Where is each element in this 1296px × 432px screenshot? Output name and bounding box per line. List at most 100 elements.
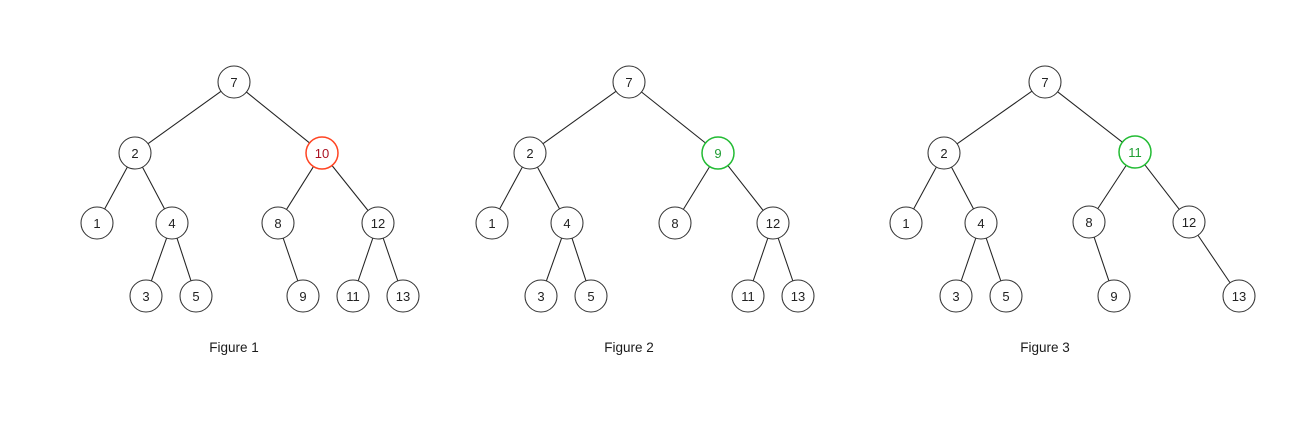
tree-node[interactable]: 3 <box>524 279 558 313</box>
tree-node[interactable]: 8 <box>261 206 295 240</box>
tree-node[interactable]: 4 <box>155 206 189 240</box>
node-label: 5 <box>587 289 594 304</box>
tree-node[interactable]: 4 <box>964 206 998 240</box>
tree-edge <box>331 165 369 211</box>
tree-node[interactable]: 5 <box>989 279 1023 313</box>
node-label: 9 <box>1110 289 1117 304</box>
tree-node[interactable]: 2 <box>118 136 152 170</box>
node-circle[interactable] <box>550 206 584 240</box>
tree-node[interactable]: 5 <box>179 279 213 313</box>
node-circle[interactable] <box>179 279 213 313</box>
tree-node[interactable]: 1 <box>80 206 114 240</box>
tree-node[interactable]: 9 <box>1097 279 1131 313</box>
tree-node[interactable]: 7 <box>1028 65 1062 99</box>
tree-node[interactable]: 13 <box>1222 279 1256 313</box>
node-circle[interactable] <box>1118 135 1152 169</box>
tree-node[interactable]: 1 <box>475 206 509 240</box>
node-circle[interactable] <box>989 279 1023 313</box>
node-label: 2 <box>940 146 947 161</box>
tree-node[interactable]: 3 <box>129 279 163 313</box>
tree-node[interactable]: 10 <box>305 136 339 170</box>
node-label: 13 <box>1232 289 1246 304</box>
node-circle[interactable] <box>217 65 251 99</box>
node-circle[interactable] <box>701 136 735 170</box>
tree-node[interactable]: 12 <box>756 206 790 240</box>
node-circle[interactable] <box>1222 279 1256 313</box>
node-label: 7 <box>230 75 237 90</box>
tree-edge <box>913 166 937 210</box>
node-circle[interactable] <box>129 279 163 313</box>
node-circle[interactable] <box>927 136 961 170</box>
node-circle[interactable] <box>155 206 189 240</box>
tree-edge <box>571 238 587 281</box>
node-circle[interactable] <box>964 206 998 240</box>
node-circle[interactable] <box>1172 205 1206 239</box>
tree-node[interactable]: 3 <box>939 279 973 313</box>
tree-node[interactable]: 9 <box>701 136 735 170</box>
tree-edge <box>641 91 706 144</box>
node-label: 13 <box>396 289 410 304</box>
node-circle[interactable] <box>612 65 646 99</box>
node-circle[interactable] <box>261 206 295 240</box>
tree-node[interactable]: 9 <box>286 279 320 313</box>
node-circle[interactable] <box>524 279 558 313</box>
node-circle[interactable] <box>475 206 509 240</box>
tree-edge <box>1093 236 1110 282</box>
tree-edge <box>1057 91 1123 143</box>
tree-edge <box>499 166 523 210</box>
node-label: 8 <box>671 216 678 231</box>
node-circle[interactable] <box>513 136 547 170</box>
node-circle[interactable] <box>1028 65 1062 99</box>
node-circle[interactable] <box>781 279 815 313</box>
tree-edge <box>382 237 399 282</box>
node-circle[interactable] <box>889 206 923 240</box>
node-circle[interactable] <box>1097 279 1131 313</box>
node-label: 11 <box>1128 145 1142 160</box>
node-circle[interactable] <box>386 279 420 313</box>
node-circle[interactable] <box>574 279 608 313</box>
figure-1-caption: Figure 1 <box>209 340 259 355</box>
node-label: 7 <box>1041 75 1048 90</box>
tree-edge <box>1097 165 1127 209</box>
tree-node[interactable]: 7 <box>612 65 646 99</box>
node-circle[interactable] <box>756 206 790 240</box>
tree-node[interactable]: 4 <box>550 206 584 240</box>
tree-node[interactable]: 13 <box>781 279 815 313</box>
tree-edge <box>951 166 974 210</box>
node-circle[interactable] <box>286 279 320 313</box>
figure-2-caption: Figure 2 <box>604 340 654 355</box>
tree-node[interactable]: 5 <box>574 279 608 313</box>
tree-node[interactable]: 11 <box>336 279 370 313</box>
tree-edge <box>286 166 314 210</box>
node-circle[interactable] <box>731 279 765 313</box>
tree-node[interactable]: 11 <box>1118 135 1152 169</box>
node-circle[interactable] <box>658 206 692 240</box>
tree-node[interactable]: 2 <box>927 136 961 170</box>
figure-3-caption: Figure 3 <box>1020 340 1070 355</box>
tree-node[interactable]: 7 <box>217 65 251 99</box>
tree-node[interactable]: 11 <box>731 279 765 313</box>
tree-node[interactable]: 8 <box>1072 205 1106 239</box>
node-circle[interactable] <box>118 136 152 170</box>
node-circle[interactable] <box>361 206 395 240</box>
node-circle[interactable] <box>1072 205 1106 239</box>
node-circle[interactable] <box>939 279 973 313</box>
tree-edge <box>104 166 128 210</box>
tree-node[interactable]: 12 <box>1172 205 1206 239</box>
node-circle[interactable] <box>336 279 370 313</box>
tree-node[interactable]: 8 <box>658 206 692 240</box>
tree-node[interactable]: 2 <box>513 136 547 170</box>
node-circle[interactable] <box>305 136 339 170</box>
tree-edge <box>537 166 560 210</box>
tree-node[interactable]: 12 <box>361 206 395 240</box>
tree-node[interactable]: 1 <box>889 206 923 240</box>
node-circle[interactable] <box>80 206 114 240</box>
node-label: 12 <box>371 216 385 231</box>
tree-edge <box>960 237 977 282</box>
tree-node[interactable]: 13 <box>386 279 420 313</box>
node-label: 9 <box>299 289 306 304</box>
